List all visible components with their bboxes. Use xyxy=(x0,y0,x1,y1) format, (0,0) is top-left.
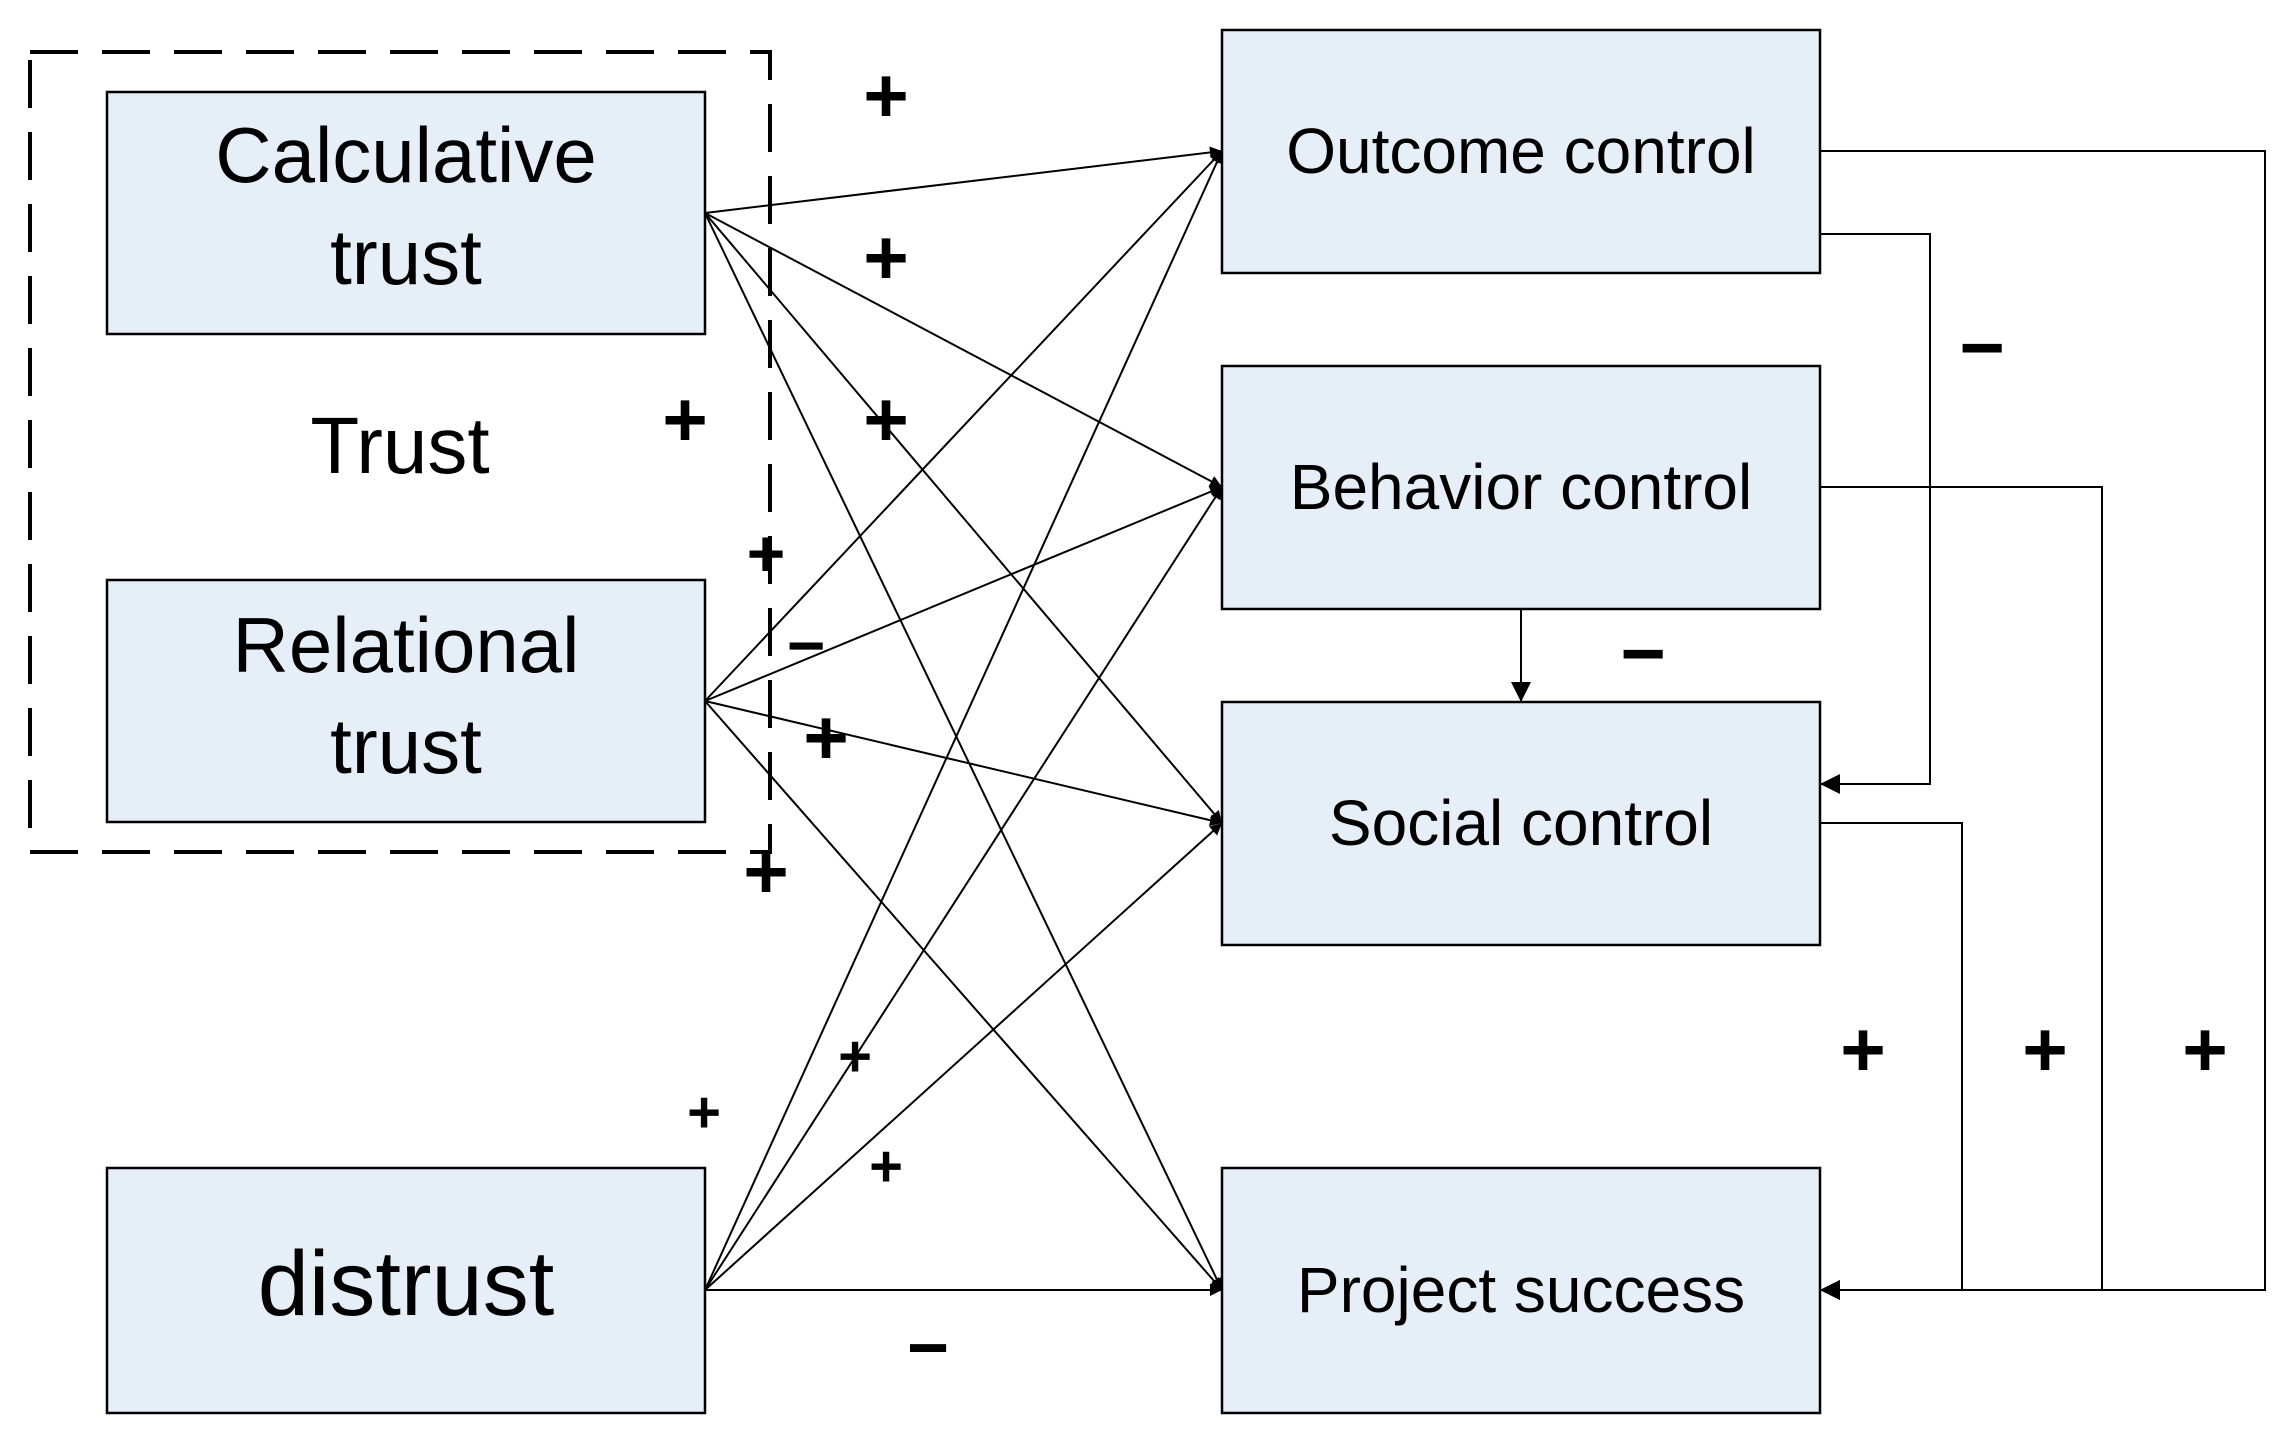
trust-group-border xyxy=(28,50,772,854)
node-behavior-control-label: Behavior control xyxy=(1290,451,1752,523)
node-distrust: distrust xyxy=(105,1166,707,1415)
sign-label: + xyxy=(662,375,708,463)
edge-distrust-to-social xyxy=(704,822,1223,1291)
node-calculative-trust: Calculative trust xyxy=(105,90,707,336)
edge-calculative-to-behavior xyxy=(704,212,1223,488)
edge-social-to-success xyxy=(1820,822,1963,1300)
node-project-success: Project success xyxy=(1220,1166,1822,1415)
node-outcome-control: Outcome control xyxy=(1220,28,1822,275)
edge-layer xyxy=(704,146,2266,1300)
sign-label: + xyxy=(863,375,909,463)
sign-label: − xyxy=(1959,303,2005,391)
sign-label: + xyxy=(838,1024,872,1089)
node-calculative-trust-line-2: trust xyxy=(330,213,482,301)
sign-label: + xyxy=(743,827,789,915)
node-behavior-control: Behavior control xyxy=(1220,364,1822,611)
edge-distrust-to-outcome xyxy=(704,150,1223,1291)
edge-relational-to-social xyxy=(704,700,1223,827)
node-calculative-trust-line-1: Calculative xyxy=(215,111,597,199)
node-relational-trust-line-1: Relational xyxy=(233,601,580,689)
node-outcome-control-label: Outcome control xyxy=(1286,115,1756,187)
edge-relational-to-behavior xyxy=(704,486,1223,702)
edge-calculative-to-outcome xyxy=(704,146,1223,214)
node-relational-trust: Relational trust xyxy=(105,578,707,824)
sign-label: + xyxy=(2182,1005,2228,1093)
sign-label: + xyxy=(863,51,909,139)
trust-group-label: Trust xyxy=(310,401,489,490)
node-project-success-label: Project success xyxy=(1297,1254,1745,1326)
node-relational-trust-line-2: trust xyxy=(330,702,482,790)
edge-relational-to-success xyxy=(704,700,1223,1291)
sign-label: + xyxy=(869,1134,903,1199)
sign-label: + xyxy=(2022,1005,2068,1093)
edge-relational-to-outcome xyxy=(704,150,1223,702)
sign-label: + xyxy=(1840,1005,1886,1093)
sign-label: + xyxy=(863,213,909,301)
sign-label: − xyxy=(787,608,826,682)
edge-distrust-to-behavior xyxy=(704,486,1223,1291)
node-distrust-label: distrust xyxy=(258,1233,555,1335)
sign-label: + xyxy=(803,693,849,781)
sign-label: + xyxy=(687,1080,721,1145)
node-social-control: Social control xyxy=(1220,700,1822,947)
node-social-control-label: Social control xyxy=(1329,787,1713,859)
sign-label: − xyxy=(907,1308,949,1388)
edge-calculative-to-social xyxy=(704,212,1223,824)
sign-label: − xyxy=(1620,609,1666,697)
edge-outcome-to-success xyxy=(1820,150,2266,1300)
edge-calculative-to-success xyxy=(704,212,1223,1291)
edge-outcome-to-social xyxy=(1820,233,1931,794)
sign-label: + xyxy=(747,516,786,590)
